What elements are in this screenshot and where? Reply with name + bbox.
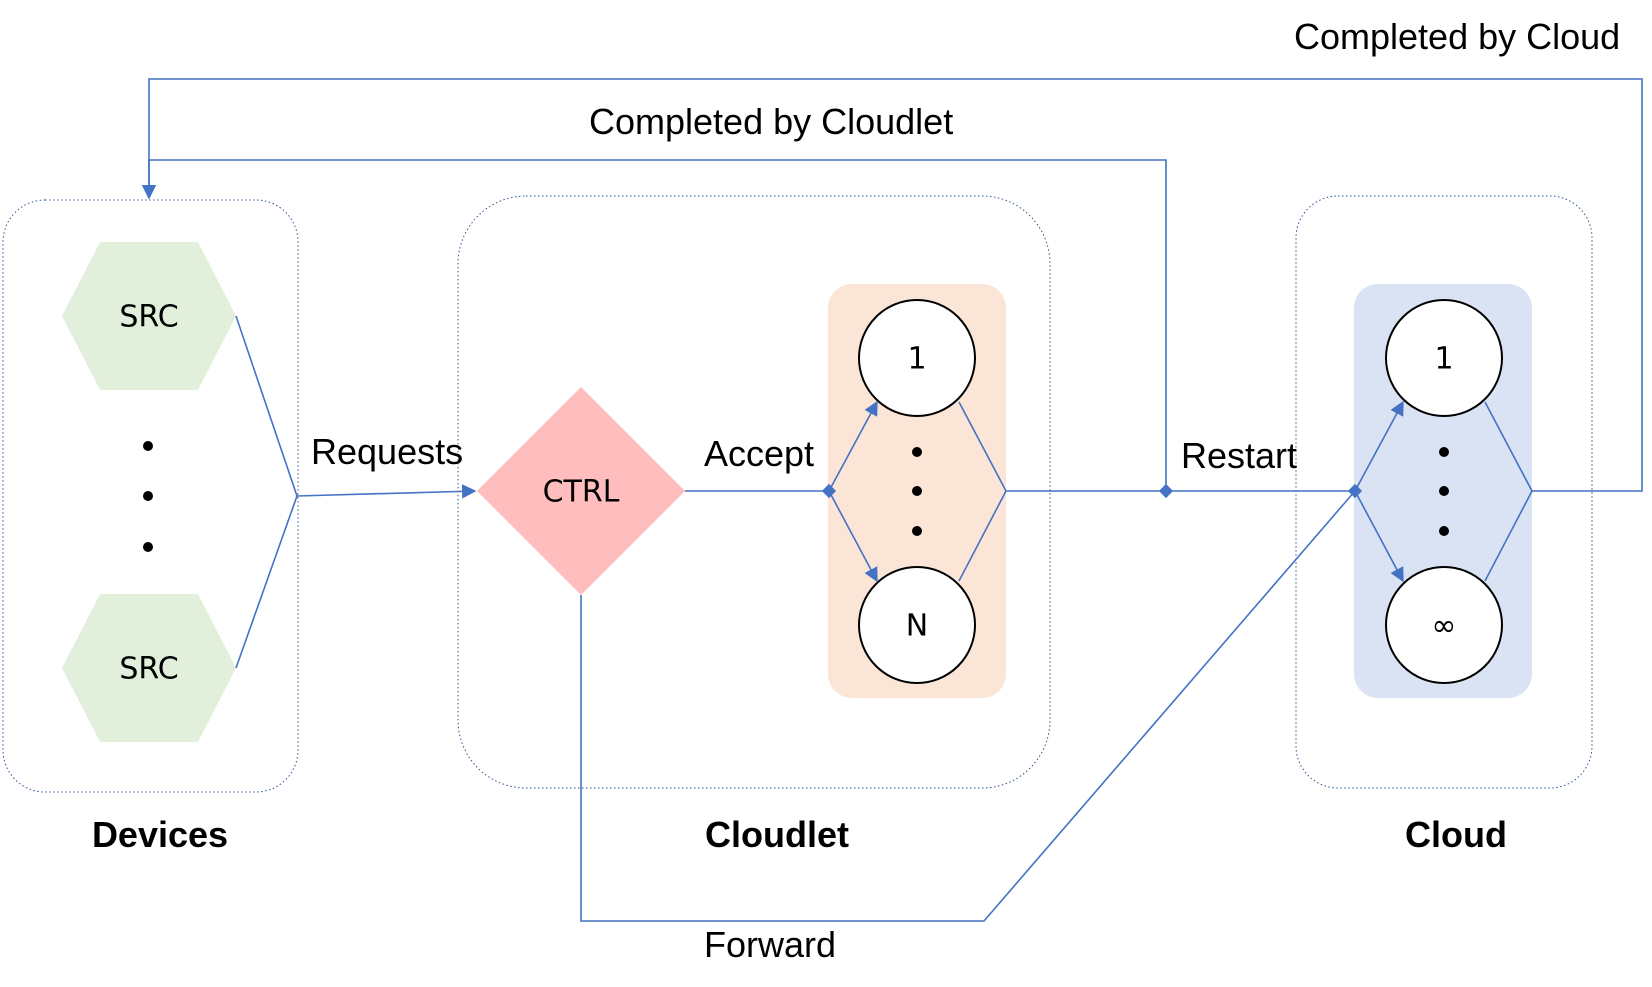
cloudlet-first-to-exit-line bbox=[958, 401, 1007, 492]
cloud-server-first-circle bbox=[1385, 299, 1503, 417]
forward-label: Forward bbox=[704, 924, 836, 965]
cloudlet-ellipsis-dot bbox=[912, 526, 922, 536]
cloud-dispatch-to-first-arrow bbox=[1354, 400, 1404, 492]
devices-group-label: Devices bbox=[92, 814, 228, 855]
src-bottom-hexagon bbox=[62, 594, 236, 742]
cloud-group-label: Cloud bbox=[1405, 814, 1507, 855]
completed-by-cloudlet-label: Completed by Cloudlet bbox=[589, 101, 953, 142]
src-bottom-label: SRC bbox=[119, 652, 178, 687]
completed-by-cloud-label: Completed by Cloud bbox=[1294, 16, 1620, 57]
cloudlet-server-first-circle bbox=[858, 299, 976, 417]
cloudlet-dispatch-to-last-arrow bbox=[828, 490, 878, 583]
cloud-server-last-circle bbox=[1385, 566, 1503, 684]
cloud-server-first-label: 1 bbox=[1434, 342, 1453, 377]
src-top-label: SRC bbox=[119, 300, 178, 335]
src-bottom-to-merge-line bbox=[235, 495, 298, 669]
devices-ellipsis-dot bbox=[143, 542, 153, 552]
devices-ellipsis-dot bbox=[143, 491, 153, 501]
cloud-ellipsis-dot bbox=[1439, 526, 1449, 536]
cloudlet-dispatch-to-first-arrow bbox=[828, 400, 878, 492]
cloud-ellipsis-dot bbox=[1439, 486, 1449, 496]
requests-label: Requests bbox=[311, 431, 463, 472]
src-top-hexagon bbox=[62, 242, 236, 390]
devices-frame bbox=[2, 199, 299, 793]
cloudlet-ellipsis-dot bbox=[912, 447, 922, 457]
restart-junction bbox=[1158, 483, 1174, 499]
cloudlet-server-first-label: 1 bbox=[907, 342, 926, 377]
ctrl-label: CTRL bbox=[543, 475, 620, 510]
forward-line bbox=[580, 490, 1356, 922]
cloudlet-group-label: Cloudlet bbox=[705, 814, 849, 855]
cloud-ellipsis-dot bbox=[1439, 447, 1449, 457]
src-top-to-merge-line bbox=[235, 315, 298, 497]
cloudlet-frame bbox=[457, 195, 1051, 789]
cloud-last-to-exit-line bbox=[1484, 490, 1533, 582]
cloud-server-last-label: ∞ bbox=[1432, 609, 1457, 644]
devices-ellipsis-dot bbox=[143, 441, 153, 451]
completed-by-cloud-arrow bbox=[148, 78, 1643, 492]
accept-junction bbox=[821, 483, 837, 499]
cloudlet-server-last-label: N bbox=[906, 609, 928, 644]
cloudlet-server-last-circle bbox=[858, 566, 976, 684]
cloud-dispatch-to-last-arrow bbox=[1354, 490, 1404, 583]
completed-by-cloudlet-arrow bbox=[141, 159, 1167, 491]
ctrl-diamond bbox=[477, 387, 685, 595]
restart-label: Restart bbox=[1181, 435, 1297, 476]
cloud-first-to-exit-line bbox=[1484, 401, 1533, 492]
cloudlet-ellipsis-dot bbox=[912, 486, 922, 496]
cloudlet-last-to-exit-line bbox=[958, 490, 1007, 582]
cloud-dispatch-junction bbox=[1347, 483, 1363, 499]
requests-arrow bbox=[296, 484, 477, 499]
accept-label: Accept bbox=[704, 433, 814, 474]
